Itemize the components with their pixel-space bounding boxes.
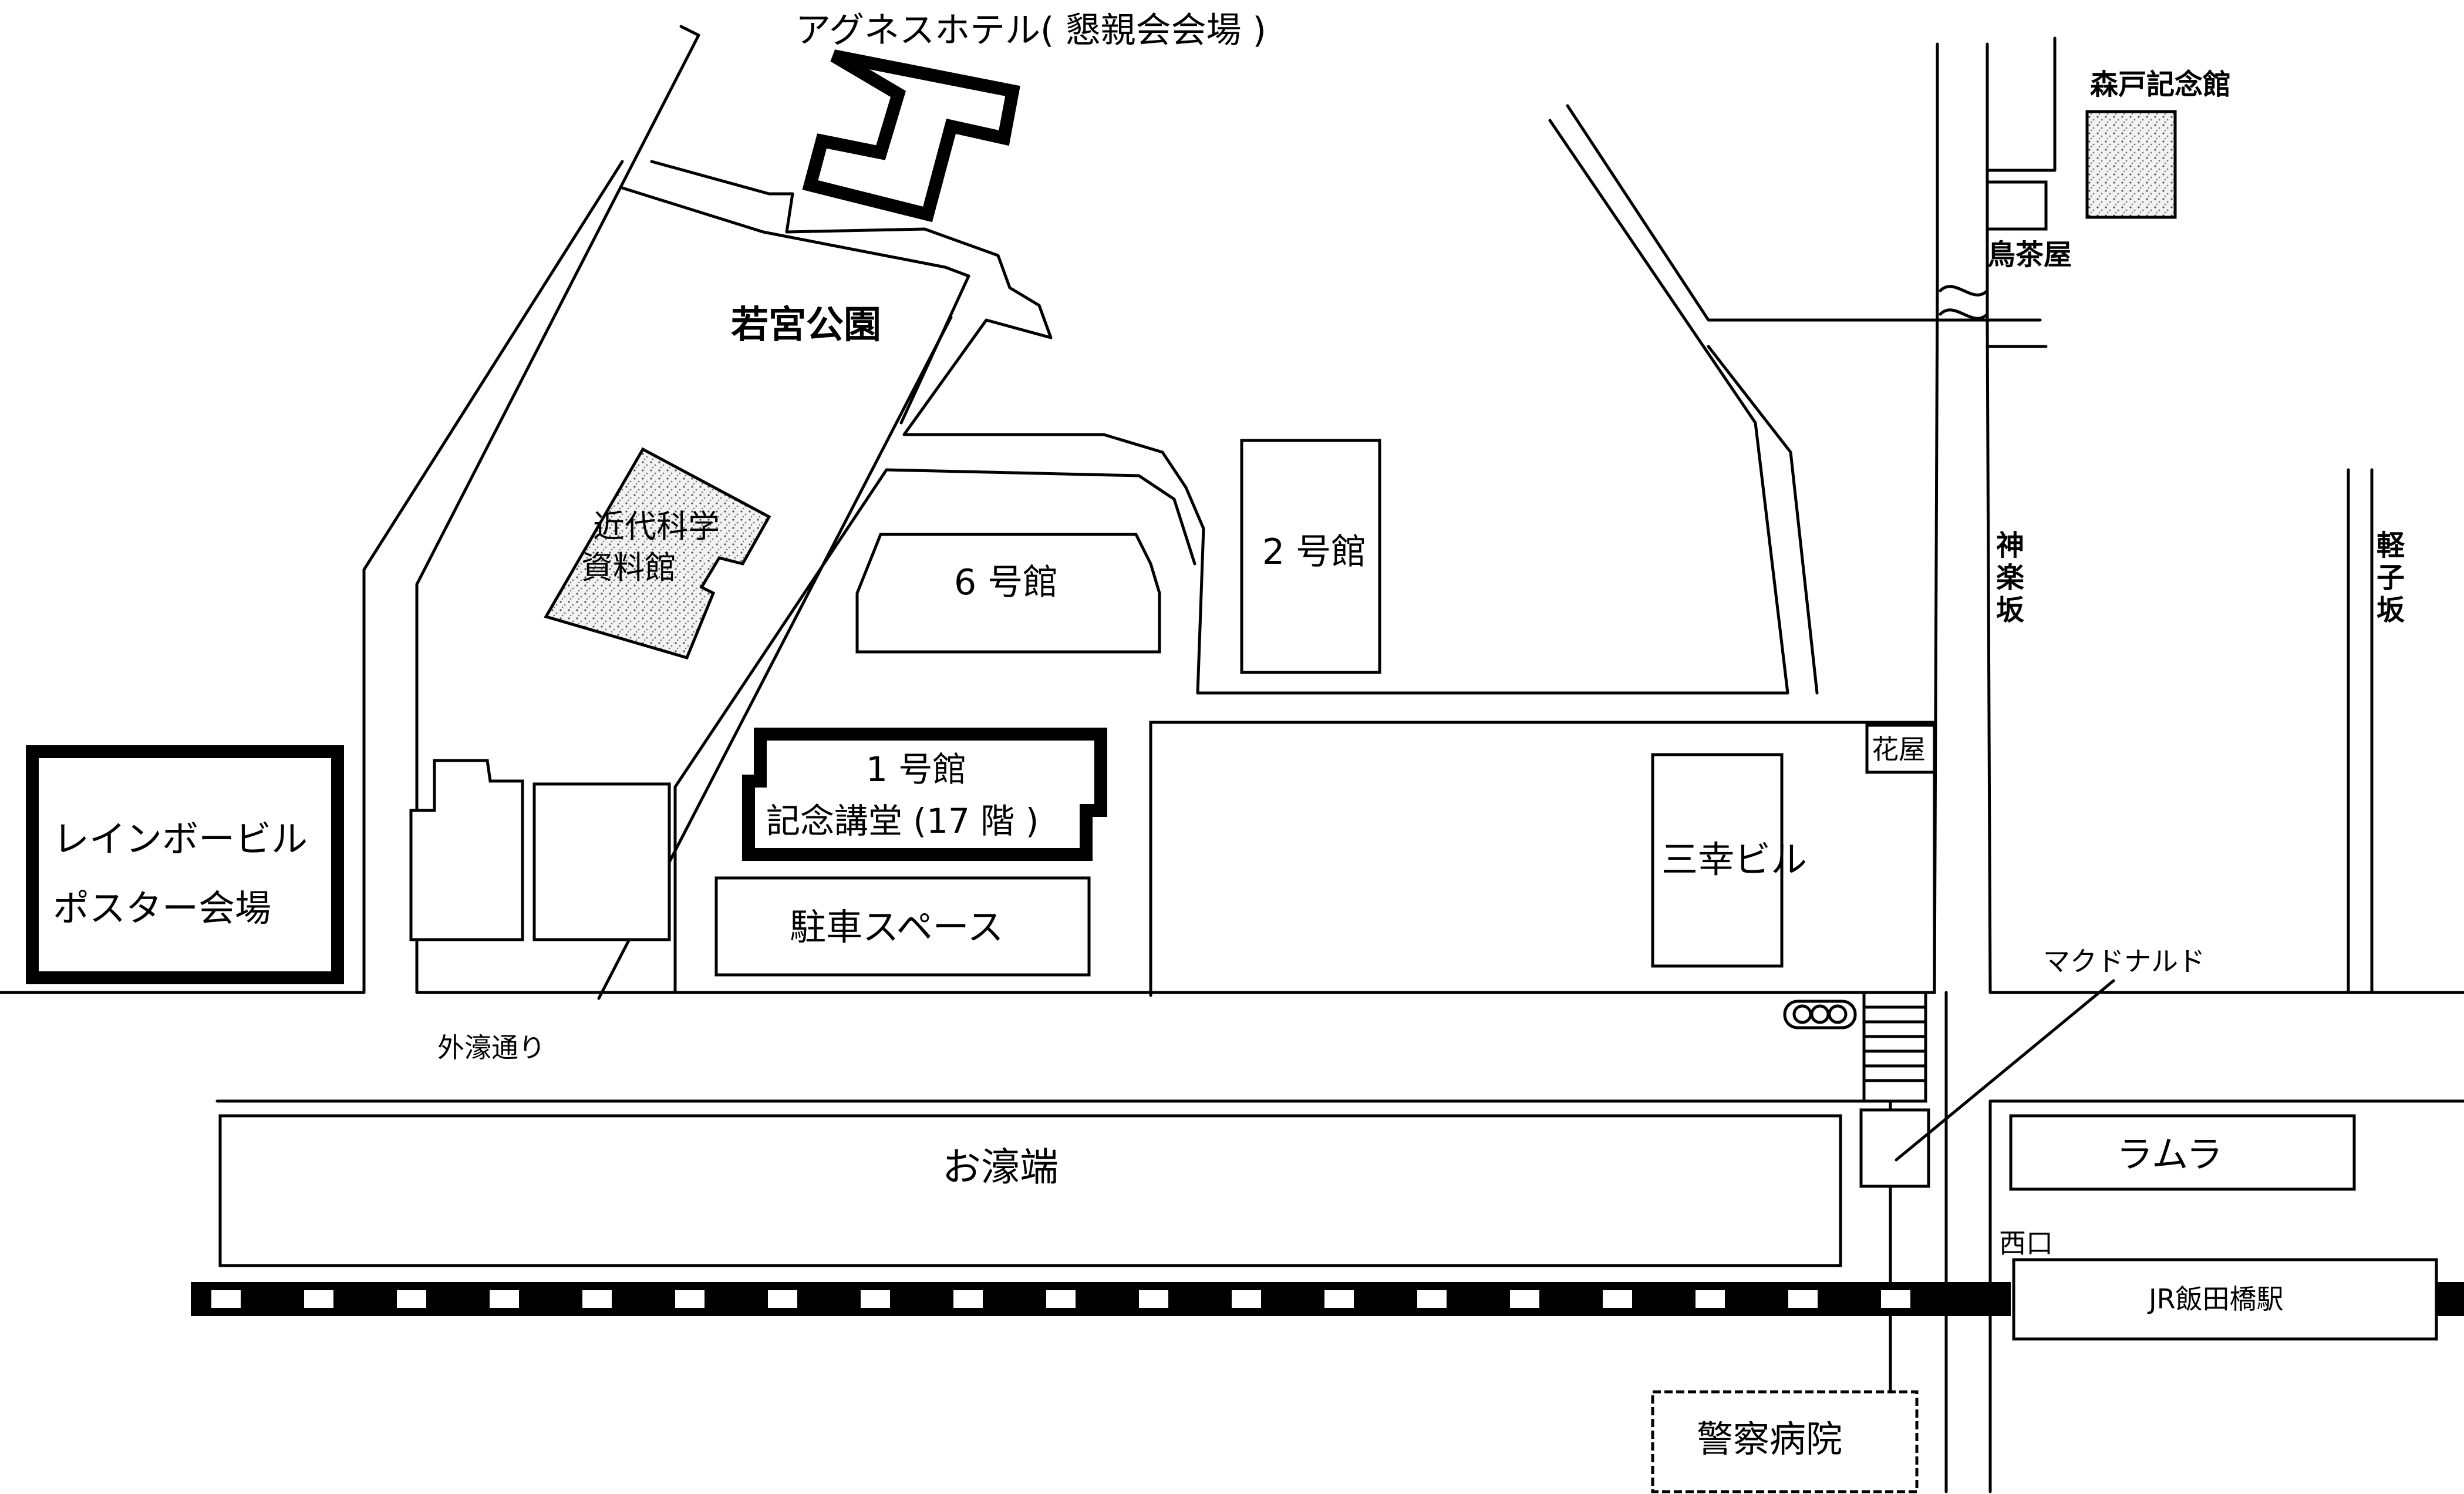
jr-railway — [191, 1282, 2464, 1316]
ramura-label[interactable]: ラムラ — [2116, 1133, 2223, 1176]
building-2[interactable] — [1240, 439, 1381, 674]
ramura-building[interactable] — [2009, 1114, 2356, 1191]
mcdonalds-leader-line — [1895, 979, 2115, 1162]
mcdonalds-building[interactable] — [1859, 1108, 1930, 1188]
building-1[interactable] — [742, 728, 1107, 861]
karukozaka-label-3[interactable]: 坂 — [2377, 594, 2405, 627]
agnes-hotel-building[interactable] — [802, 49, 1020, 223]
flower-shop-label[interactable]: 花屋 — [1872, 733, 1926, 765]
small-building-a — [409, 759, 524, 941]
road-break-mark — [1939, 285, 1989, 320]
kagurazaka-label-1[interactable]: 神 — [1996, 529, 2024, 562]
mcdonalds-label[interactable]: マクドナルド — [2043, 945, 2205, 977]
nishiguchi-label[interactable]: 西口 — [1999, 1227, 2053, 1259]
sanko-block — [1149, 721, 1936, 994]
agnes-hotel-label[interactable]: アグネスホテル( 懇親会会場 ) — [796, 10, 1266, 51]
small-building-b — [532, 782, 671, 941]
parking-space[interactable] — [714, 876, 1091, 977]
morito-kinenkan-label[interactable]: 森戸記念館 — [2090, 68, 2231, 101]
map-labels: アグネスホテル( 懇親会会場 ) 若宮公園 近代科学 資料館 6 号館 2 号館… — [53, 10, 2405, 1461]
karukozaka-label-2[interactable]: 子 — [2377, 561, 2405, 594]
kindai-kagaku-building[interactable] — [544, 447, 771, 660]
building-1-label-1[interactable]: 1 号館 — [866, 749, 966, 789]
police-hospital-label[interactable]: 警察病院 — [1697, 1418, 1842, 1461]
wakamiya-park-label[interactable]: 若宮公園 — [731, 304, 881, 347]
torichaya-label[interactable]: 鳥茶屋 — [1987, 238, 2072, 271]
flower-shop[interactable] — [1865, 724, 1936, 774]
rainbow-building-label-2[interactable]: ポスター会場 — [53, 887, 271, 930]
sanko-building[interactable] — [1651, 753, 1784, 968]
jr-iidabashi-station[interactable] — [2012, 1258, 2438, 1341]
torichaya-building[interactable] — [1986, 180, 2048, 231]
sanko-building-label[interactable]: 三幸ビル — [1661, 838, 1807, 881]
building-1-label-2[interactable]: 記念講堂 (17 階 ) — [766, 801, 1039, 841]
kindai-kagaku-label-1[interactable]: 近代科学 — [593, 508, 720, 545]
kagurazaka-label-3[interactable]: 坂 — [1996, 594, 2024, 627]
building-6-label[interactable]: 6 号館 — [954, 562, 1058, 603]
kindai-kagaku-label-2[interactable]: 資料館 — [581, 549, 676, 586]
building-2-label[interactable]: 2 号館 — [1262, 531, 1366, 573]
crosswalk — [1862, 991, 1927, 1103]
police-hospital[interactable] — [1651, 1390, 1919, 1493]
ohoribata-area — [218, 1114, 1842, 1267]
traffic-signal-icon — [1783, 1000, 1857, 1029]
kagurazaka-label-2[interactable]: 楽 — [1996, 561, 2024, 594]
building-6[interactable] — [855, 533, 1161, 654]
karukozaka-label-1[interactable]: 軽 — [2377, 529, 2405, 562]
jr-station-label[interactable]: JR飯田橋駅 — [2147, 1283, 2284, 1315]
morito-kinenkan-building[interactable] — [2085, 110, 2177, 219]
ohoribata-label[interactable]: お濠端 — [942, 1145, 1059, 1190]
rainbow-building-label-1[interactable]: レインボービル — [53, 817, 308, 860]
sotobori-dori-label[interactable]: 外濠通り — [437, 1032, 545, 1064]
parking-label[interactable]: 駐車スペース — [790, 906, 1004, 948]
rainbow-building[interactable] — [26, 745, 344, 984]
